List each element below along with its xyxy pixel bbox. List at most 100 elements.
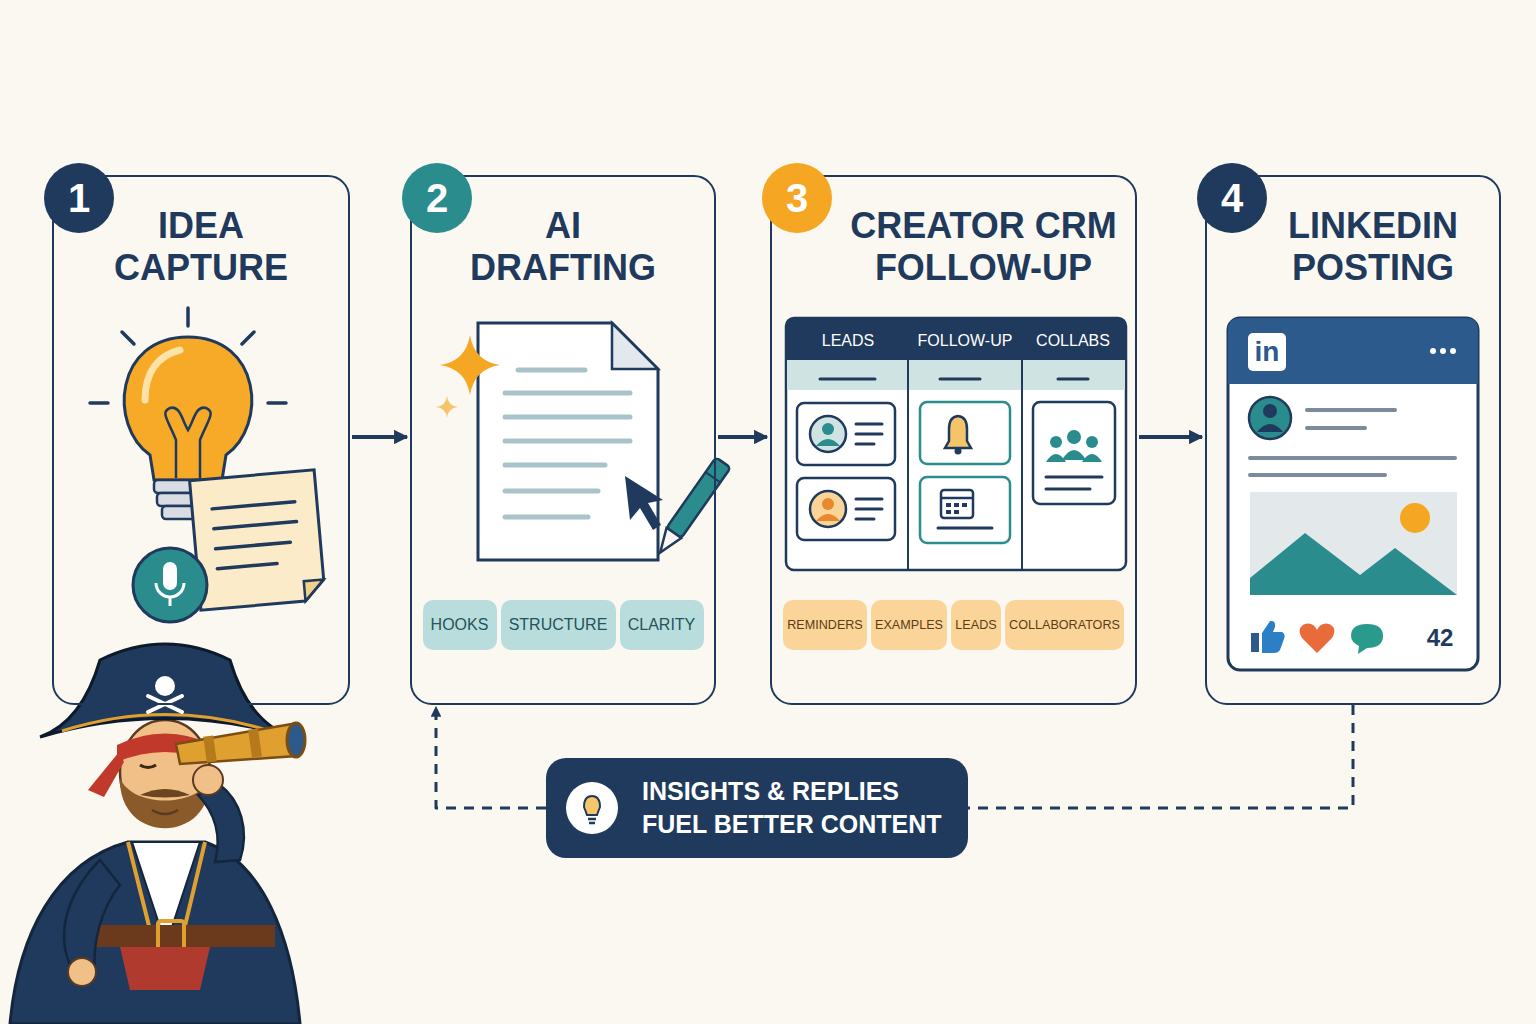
logo-text: in <box>1255 336 1280 368</box>
post-card <box>1250 492 1457 595</box>
pen-icon <box>653 457 731 557</box>
lightbulb-icon <box>564 780 620 836</box>
draft-document <box>505 489 598 494</box>
draft-document <box>505 463 605 468</box>
pen-icon <box>706 472 721 482</box>
lightbulb-rays <box>122 332 134 344</box>
reminder-card <box>920 402 1010 464</box>
draft-document <box>612 323 658 369</box>
lightbulb <box>145 350 180 400</box>
lightbulb-rays <box>90 401 108 405</box>
collaborators-card <box>1046 477 1102 489</box>
post-card <box>1257 424 1283 432</box>
collaborators-card <box>1067 430 1081 444</box>
pirate-mascot <box>88 752 124 797</box>
draft-document <box>505 415 630 420</box>
step-panel: CREATOR CRM FOLLOW-UP 3REMINDERS EXAMPLES L… <box>770 175 1137 705</box>
pirate-mascot <box>40 644 292 737</box>
pirate-mascot <box>198 785 244 862</box>
calendar-card <box>946 503 951 507</box>
note-paper <box>190 470 326 610</box>
post-card <box>1430 348 1436 354</box>
lightbulb-rays <box>268 401 286 405</box>
post-card <box>1228 318 1478 384</box>
reaction-icons <box>1351 624 1383 654</box>
pirate-mascot <box>10 644 305 1024</box>
microphone-icon <box>133 548 207 622</box>
step-number: 3 <box>786 178 808 218</box>
feature-chip: EXAMPLES <box>871 600 947 650</box>
pirate-mascot <box>120 947 210 990</box>
feature-chip: REMINDERS <box>783 600 867 650</box>
lightbulb-icon <box>584 796 600 815</box>
flow-arrow <box>718 435 767 439</box>
pirate-mascot <box>287 723 305 757</box>
crm-board <box>820 378 875 381</box>
lead-card <box>856 499 882 519</box>
feature-chip: HOOKS <box>423 600 497 650</box>
post-card <box>1228 318 1478 670</box>
step-heading: CREATOR CRM FOLLOW-UP <box>842 205 1125 289</box>
lead-card <box>856 433 882 436</box>
reaction-count: 42 <box>1427 624 1454 652</box>
post-card <box>1249 397 1291 439</box>
microphone-icon <box>163 562 177 590</box>
lightbulb-rays <box>186 308 190 326</box>
lead-card <box>822 423 834 435</box>
lead-card <box>822 498 834 510</box>
pirate-mascot <box>176 724 296 764</box>
post-card <box>1250 533 1457 595</box>
pen-icon <box>667 457 731 538</box>
feedback-callout: INSIGHTS & REPLIES FUEL BETTER CONTENT <box>546 758 968 858</box>
callout-text: INSIGHTS & REPLIES FUEL BETTER CONTENT <box>642 775 942 841</box>
chip-label: STRUCTURE <box>509 616 608 634</box>
note-paper <box>212 502 295 509</box>
post-card <box>1307 426 1365 430</box>
step-number: 1 <box>68 178 90 218</box>
pirate-mascot <box>62 715 270 732</box>
lead-card <box>856 498 882 501</box>
reaction-icons <box>1251 621 1383 654</box>
reminder-card <box>920 402 1010 464</box>
reaction-icons <box>1262 621 1285 653</box>
sparkle-star <box>436 335 500 418</box>
crm-board <box>786 318 1126 360</box>
draft-document <box>505 439 630 444</box>
post-card <box>1440 348 1446 354</box>
pirate-mascot <box>152 810 178 814</box>
pirate-mascot <box>193 765 223 795</box>
lightbulb-icon <box>589 822 595 825</box>
lightbulb-icon <box>588 818 596 821</box>
collaborators-card <box>1046 476 1102 479</box>
feedback-connector <box>436 707 546 808</box>
cursor-arrow <box>625 476 663 530</box>
flow-arrow <box>352 435 407 439</box>
chip-label: REMINDERS <box>787 618 863 632</box>
note-paper <box>212 502 300 569</box>
reaction-icons <box>1251 633 1259 652</box>
lead-card <box>816 514 840 521</box>
callout-text-box: INSIGHTS & REPLIES FUEL BETTER CONTENT <box>642 775 942 841</box>
microphone-icon <box>133 548 207 622</box>
crm-board <box>1021 360 1023 570</box>
calendar-card <box>941 497 973 500</box>
note-paper <box>214 522 297 529</box>
pirate-mascot <box>155 676 175 696</box>
post-card <box>1307 408 1395 412</box>
crm-board <box>786 318 1126 570</box>
step-panel: IDEA CAPTURE1 <box>52 175 350 705</box>
draft-document <box>478 323 658 560</box>
feedback-connector <box>968 705 1353 808</box>
calendar-card <box>946 510 951 514</box>
calendar-card <box>920 477 1010 543</box>
board-label: LEADS <box>822 332 874 350</box>
calendar-card <box>920 477 1010 543</box>
calendar-card <box>946 503 967 514</box>
step-number-badge: 3 <box>762 163 832 233</box>
post-card <box>1450 348 1456 354</box>
lead-card <box>797 403 895 465</box>
lead-card <box>816 439 840 446</box>
calendar-card <box>954 510 959 514</box>
feature-chip: STRUCTURE <box>501 600 616 650</box>
